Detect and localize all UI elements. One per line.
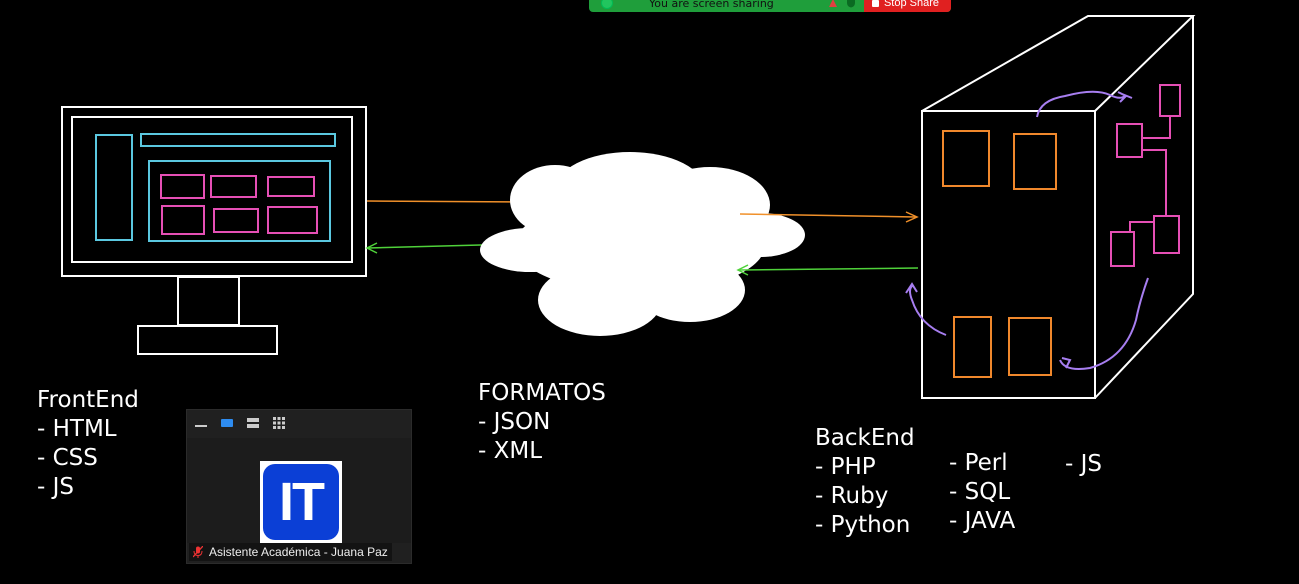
minimize-icon[interactable] xyxy=(195,418,207,428)
participant-avatar: IT xyxy=(260,461,342,543)
single-view-icon[interactable] xyxy=(221,418,233,428)
layout-sidebar xyxy=(95,134,133,241)
response-arrowhead xyxy=(736,264,749,276)
backend-languages-col2: - Perl - SQL - JAVA xyxy=(949,450,1016,534)
server-front xyxy=(921,110,1096,399)
frontend-label: FrontEnd - HTML - CSS - JS xyxy=(37,387,139,500)
card xyxy=(267,176,315,197)
split-view-icon[interactable] xyxy=(247,418,259,428)
layout-header xyxy=(140,133,336,147)
formatos-label: FORMATOS - JSON - XML xyxy=(478,380,606,464)
card xyxy=(267,206,318,234)
share-message: You are screen sharing xyxy=(649,0,774,10)
participant-nameplate: Asistente Académica - Juana Paz xyxy=(189,543,392,561)
screen-share-banner: You are screen sharing Stop Share xyxy=(589,0,951,12)
request-arrow xyxy=(739,213,917,218)
video-tile-toolbar xyxy=(187,410,411,436)
backend-languages-col3: - JS xyxy=(1065,451,1102,477)
stop-share-button[interactable]: Stop Share xyxy=(863,0,951,12)
share-status-icon xyxy=(601,0,613,9)
card xyxy=(160,174,205,199)
response-arrow xyxy=(738,267,919,271)
monitor-base xyxy=(137,325,278,355)
monitor-neck xyxy=(177,276,240,326)
avatar-logo: IT xyxy=(263,464,339,540)
card xyxy=(161,205,205,235)
gallery-view-icon[interactable] xyxy=(273,417,285,429)
request-arrowhead xyxy=(905,211,919,223)
server-modules xyxy=(942,130,1057,378)
pause-share-icon[interactable] xyxy=(828,0,838,8)
internet-cloud xyxy=(480,152,805,336)
server-network xyxy=(1110,84,1181,267)
monitor-outer-frame xyxy=(61,106,367,277)
server-side xyxy=(1094,16,1194,399)
backend-server xyxy=(921,15,1196,399)
participant-video-tile[interactable]: IT Asistente Académica - Juana Paz xyxy=(186,409,412,564)
frontend-cards xyxy=(160,174,318,235)
server-top xyxy=(921,15,1196,112)
annotation-marks xyxy=(905,90,1149,370)
frontend-layout xyxy=(95,133,336,242)
muted-mic-icon xyxy=(193,546,203,558)
response-arrowhead xyxy=(365,242,378,254)
stop-icon xyxy=(871,0,879,7)
request-arrow xyxy=(366,200,536,203)
card xyxy=(210,175,257,198)
frontend-monitor xyxy=(61,106,367,355)
stop-share-label: Stop Share xyxy=(883,0,939,9)
card xyxy=(213,208,259,233)
security-shield-icon[interactable] xyxy=(846,0,856,8)
monitor-screen xyxy=(71,116,353,263)
backend-label: BackEnd - PHP - Ruby - Python xyxy=(815,425,915,538)
participant-name: Asistente Académica - Juana Paz xyxy=(209,545,388,559)
layout-content xyxy=(148,160,331,242)
